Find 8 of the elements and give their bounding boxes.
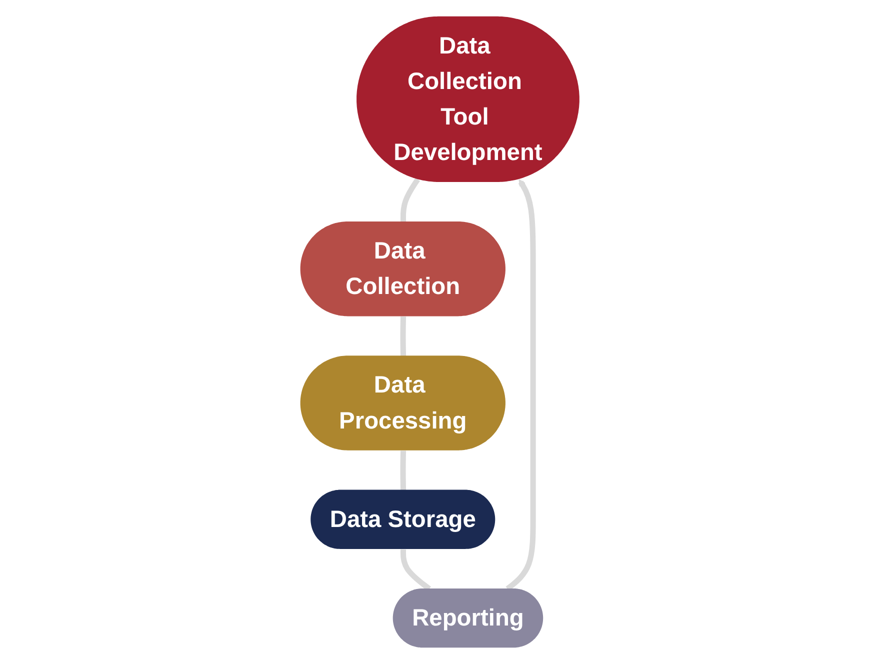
connector bbox=[400, 450, 406, 490]
arrow bbox=[506, 179, 536, 592]
connector bbox=[400, 178, 420, 222]
node-box: Data Processing bbox=[300, 356, 506, 450]
node-box: Reporting bbox=[393, 588, 544, 648]
node-box: Data Collection bbox=[300, 222, 506, 316]
connector bbox=[400, 316, 406, 356]
node-box: Data Storage bbox=[310, 490, 496, 549]
